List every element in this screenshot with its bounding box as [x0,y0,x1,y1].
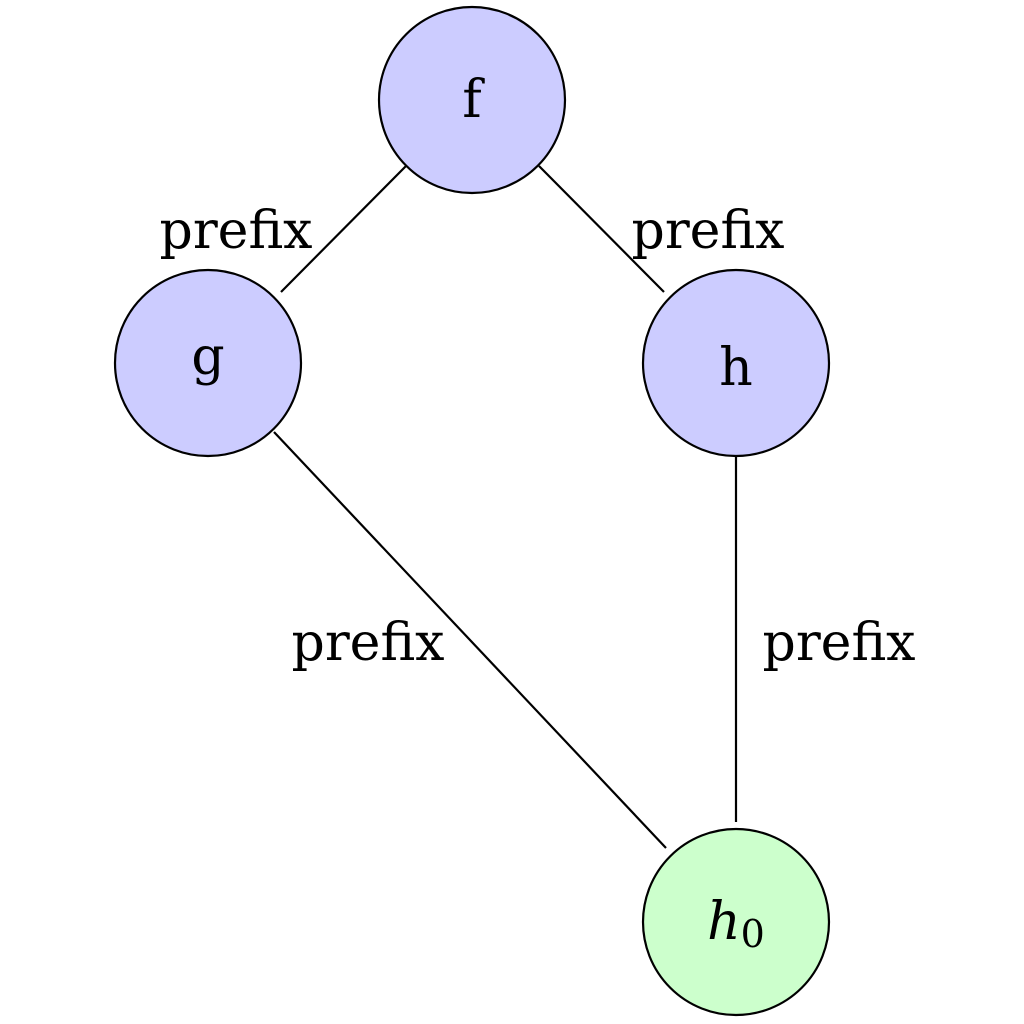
node-g: g [113,268,303,458]
node-h-circle [641,268,831,458]
edge-label-g-h0: prefix [292,613,445,673]
edge-label-f-h: prefix [632,201,785,261]
node-g-label: g [191,327,224,387]
edge-f-g [280,165,407,293]
node-h0-label-base: h [707,892,741,952]
node-f-label: f [462,70,485,130]
node-h-label: h [719,338,753,398]
node-f: f [377,5,567,195]
node-g-circle [113,268,303,458]
node-h0: h0 [641,827,831,1017]
node-h: h [641,268,831,458]
edge-label-f-g: prefix [160,201,313,261]
edge-label-h-h0: prefix [763,613,916,673]
node-h0-label: h0 [707,892,765,956]
edge-g-h0 [273,431,667,849]
node-h0-circle [641,827,831,1017]
edge-f-h [538,165,665,293]
node-f-circle [377,5,567,195]
node-h0-label-subscript: 0 [741,912,765,956]
